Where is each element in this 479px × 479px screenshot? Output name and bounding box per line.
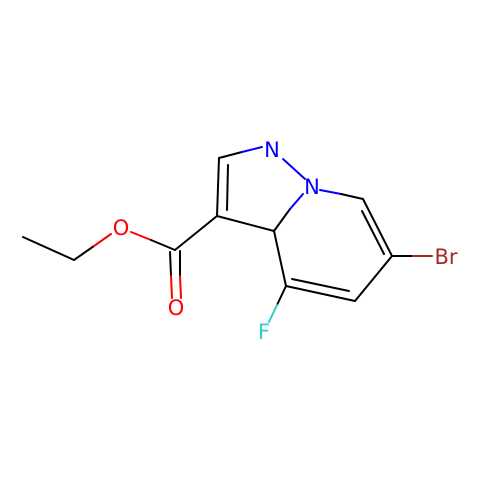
atom-label-bridgehead-n2: N xyxy=(304,175,320,199)
bond-carbonyl-double-1-carbon xyxy=(169,251,172,277)
bond-c3-c2-inner xyxy=(226,164,229,211)
bond-c7-c6-inner xyxy=(361,210,385,255)
bond-o-carbonyl-oxygen-part xyxy=(130,231,152,241)
bond-ch2-o-oxygen-part xyxy=(93,233,112,247)
bond-c6-c5 xyxy=(354,255,393,302)
bond-n2-c7-nitrogen-part xyxy=(319,189,342,195)
bond-c4-f-fluorine-part xyxy=(268,304,278,323)
atom-label-ester-oxygen: O xyxy=(113,216,130,240)
bond-o-carbonyl-carbon-part xyxy=(150,239,176,251)
bond-c5-c4-inner xyxy=(291,278,350,292)
bond-c7-c6 xyxy=(362,198,393,257)
bond-carbonyl-c3 xyxy=(174,215,218,251)
bond-c2-n1-nitrogen-part xyxy=(241,146,263,153)
bond-carbonyl-double-1-oxygen xyxy=(170,275,173,299)
bond-c3a-n2-carbon-part xyxy=(273,208,291,232)
bond-n1-n2 xyxy=(282,158,306,180)
atom-label-pyrazole-n1: N xyxy=(264,138,280,162)
bond-ch3-ch2 xyxy=(22,236,75,261)
bond-c4-f-carbon-part xyxy=(276,285,287,306)
bond-c3a-n2-nitrogen-part xyxy=(289,193,304,210)
atom-label-fluorine: F xyxy=(258,320,270,344)
bond-c4-c3a xyxy=(273,230,287,287)
bond-c5-c4 xyxy=(285,285,356,302)
bond-c3-c2 xyxy=(216,157,220,217)
atom-label-carbonyl-oxygen: O xyxy=(168,296,185,320)
atom-label-bromine: Br xyxy=(434,245,457,269)
bond-layer xyxy=(22,146,433,323)
bond-ch2-o-carbon-part xyxy=(73,245,95,261)
bond-n2-c7-carbon-part xyxy=(340,193,364,200)
atom-label-layer: N N O O F Br xyxy=(113,138,458,344)
bond-c2-n1-carbon-part xyxy=(218,151,243,159)
bond-c3a-c3 xyxy=(216,215,275,232)
bond-carbonyl-double-2-oxygen xyxy=(179,275,182,299)
